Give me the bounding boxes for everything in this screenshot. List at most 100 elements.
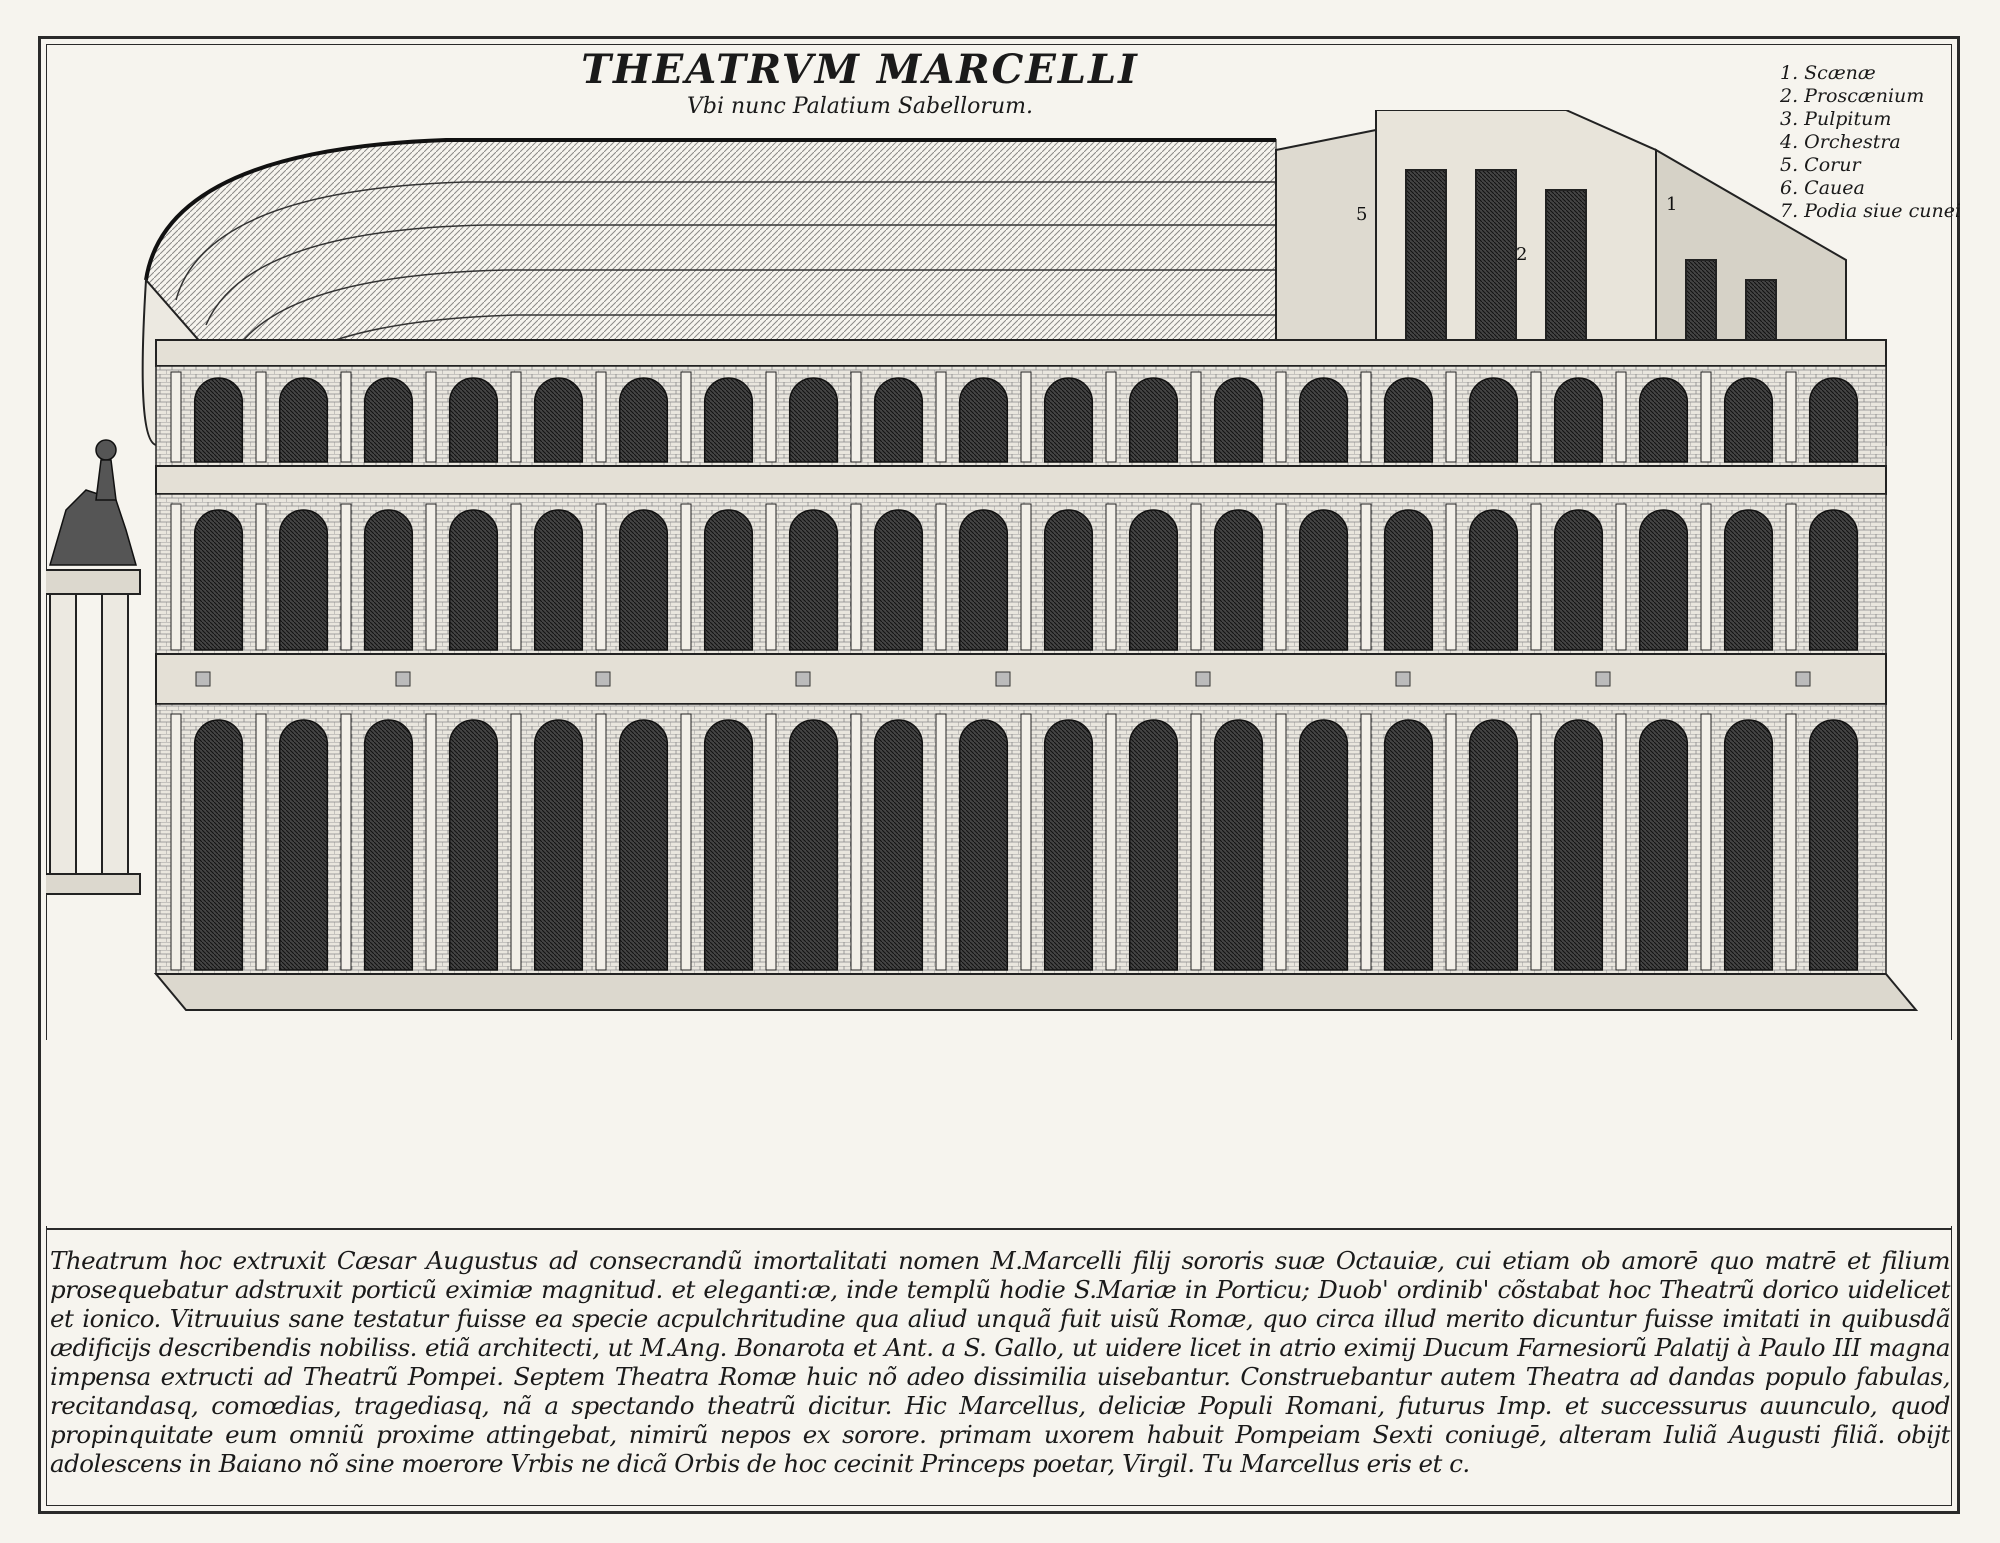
arch-opening <box>1043 377 1094 463</box>
plate-number: 2 <box>1516 244 1527 265</box>
plate-title: THEATRVM MARCELLI <box>581 46 1139 93</box>
column <box>935 371 947 463</box>
column <box>1530 503 1542 651</box>
arch-opening <box>703 509 754 651</box>
quadriga-statue <box>49 439 137 566</box>
arch-opening <box>1298 509 1349 651</box>
arch-opening <box>533 719 584 971</box>
column <box>850 371 862 463</box>
arch-opening <box>1128 719 1179 971</box>
entablature <box>155 653 1887 705</box>
arch-opening <box>1553 719 1604 971</box>
arch-opening <box>448 719 499 971</box>
column <box>255 503 267 651</box>
arch-opening <box>788 509 839 651</box>
column <box>1360 371 1372 463</box>
column <box>765 503 777 651</box>
column <box>1360 503 1372 651</box>
arch-opening <box>363 719 414 971</box>
cavea-rim <box>144 138 1276 281</box>
legend-item: 7. Podia siue cunei <box>1780 200 1962 222</box>
column <box>425 371 437 463</box>
column <box>935 713 947 971</box>
arch-opening <box>1723 509 1774 651</box>
arch-opening <box>618 509 669 651</box>
arch-opening <box>448 509 499 651</box>
column <box>1530 371 1542 463</box>
cornice-mid <box>155 465 1887 495</box>
arch-opening <box>193 719 244 971</box>
arch-opening <box>1808 719 1859 971</box>
column <box>765 371 777 463</box>
column <box>340 503 352 651</box>
plate-number: 1 <box>1666 194 1677 215</box>
column <box>850 713 862 971</box>
arch-opening <box>1043 509 1094 651</box>
column <box>1190 713 1202 971</box>
arch-opening <box>193 509 244 651</box>
arch-opening <box>618 377 669 463</box>
arch-opening <box>1128 509 1179 651</box>
column <box>340 713 352 971</box>
column <box>1275 371 1287 463</box>
plate-subtitle: Vbi nunc Palatium Sabellorum. <box>687 94 1033 119</box>
arch-opening <box>363 509 414 651</box>
column <box>255 371 267 463</box>
arch-opening <box>788 377 839 463</box>
arch-opening <box>1638 719 1689 971</box>
arch-opening <box>1468 719 1519 971</box>
arch-opening <box>958 377 1009 463</box>
arch-opening <box>1468 509 1519 651</box>
arch-opening <box>533 509 584 651</box>
legend-list: 1. Scænæ 2. Proscænium 3. Pulpitum 4. Or… <box>1780 62 1962 223</box>
arch-opening <box>873 509 924 651</box>
arch-opening <box>1128 377 1179 463</box>
arch-opening <box>1043 719 1094 971</box>
column <box>1105 371 1117 463</box>
arch-opening <box>1638 377 1689 463</box>
arch-opening <box>873 377 924 463</box>
column <box>1020 503 1032 651</box>
arch-opening <box>1723 377 1774 463</box>
cornice-top <box>155 339 1887 367</box>
column <box>425 503 437 651</box>
column <box>1785 371 1797 463</box>
column <box>425 713 437 971</box>
column <box>850 503 862 651</box>
theatre-illustration: 1 2 3 5 7 <box>46 110 1952 1226</box>
arch-opening <box>958 509 1009 651</box>
arch-opening <box>1808 509 1859 651</box>
column <box>1700 371 1712 463</box>
column <box>1700 713 1712 971</box>
arch-opening <box>1723 719 1774 971</box>
arch-opening <box>363 377 414 463</box>
column <box>1190 503 1202 651</box>
column <box>1615 713 1627 971</box>
column <box>340 371 352 463</box>
legend-item: 4. Orchestra <box>1780 131 1901 153</box>
column <box>1190 371 1202 463</box>
arch-opening <box>278 509 329 651</box>
arch-opening <box>1553 377 1604 463</box>
portico-column-group <box>46 569 141 895</box>
inner-frame <box>46 44 1952 1506</box>
arch-opening <box>703 377 754 463</box>
column <box>1105 503 1117 651</box>
arch-opening <box>1553 509 1604 651</box>
arch-opening <box>1213 509 1264 651</box>
arch-opening <box>1298 719 1349 971</box>
arch-opening <box>278 719 329 971</box>
column <box>595 503 607 651</box>
ground-arcade <box>170 713 1859 971</box>
column <box>1615 371 1627 463</box>
plate-number: 5 <box>1356 204 1367 225</box>
column <box>170 371 182 463</box>
column <box>1445 713 1457 971</box>
arch-opening <box>278 377 329 463</box>
arch-opening <box>1213 719 1264 971</box>
arch-opening <box>788 719 839 971</box>
column <box>1020 713 1032 971</box>
arch-opening <box>533 377 584 463</box>
column <box>680 371 692 463</box>
